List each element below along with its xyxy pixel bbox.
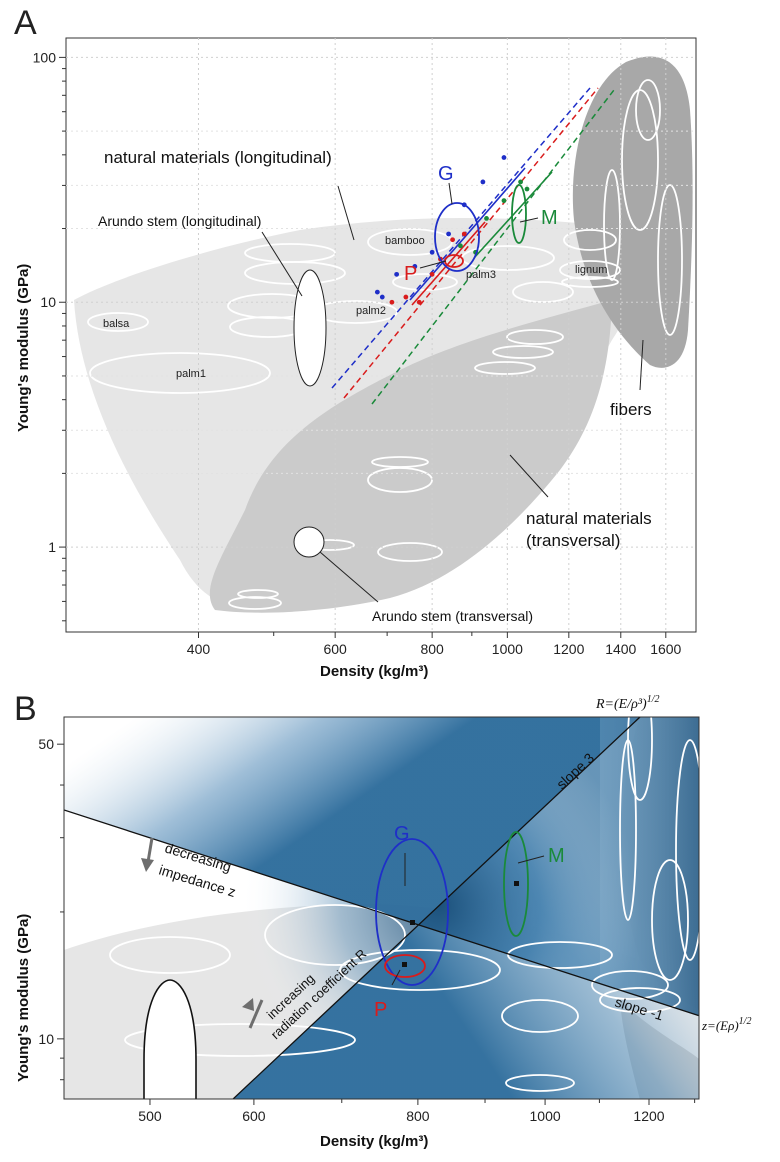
label-r-formula: R=(E/ρ³)1/2	[595, 694, 659, 712]
ellipse-g	[434, 202, 480, 272]
label-lignum: lignum	[575, 264, 607, 276]
label-arundo-longitudinal: Arundo stem (longitudinal)	[98, 213, 261, 229]
tick-label-b-x-500: 500	[138, 1108, 162, 1124]
point-p-6	[461, 231, 467, 237]
point-g-7	[480, 179, 486, 185]
point-p-0	[389, 299, 395, 305]
point-m-0	[458, 243, 463, 249]
letter-p-b: P	[374, 999, 387, 1021]
tick-label-b-x-800: 800	[406, 1108, 430, 1124]
tick-label-b-x-600: 600	[242, 1108, 266, 1124]
trend-line-m	[473, 171, 553, 259]
label-fibers: fibers	[610, 400, 652, 419]
label-arundo-transversal: Arundo stem (transversal)	[372, 608, 533, 624]
ellipse-arundo-longitudinal	[293, 269, 327, 387]
panel-b-xlabel: Density (kg/m³)	[320, 1133, 428, 1150]
trend-line-m-dashed	[371, 89, 615, 405]
ellipse-arundo-transversal	[293, 526, 325, 558]
line-r	[232, 717, 641, 1099]
panel-b-ylabel: Young's modulus (GPa)	[15, 914, 32, 1082]
material-ellipses-b	[89, 717, 699, 1092]
point-m-2	[484, 215, 489, 221]
label-z-formula: z=(Eρ)1/2	[701, 1016, 751, 1033]
tick-label-x-1600: 1600	[650, 641, 681, 657]
letter-m-b: M	[548, 845, 565, 867]
ellipse-g-b	[375, 838, 449, 986]
point-g-8	[501, 155, 507, 160]
trend-line-p	[411, 221, 486, 306]
tick-label-b-y-50: 50	[38, 736, 54, 752]
panel-b-plot	[64, 717, 699, 1099]
point-m-b	[514, 881, 519, 886]
point-p-b	[402, 962, 407, 967]
tick-label-b-y-10: 10	[38, 1031, 54, 1047]
panel-b-letter: B	[14, 690, 37, 728]
label-natural-transversal-1: natural materials	[526, 509, 652, 528]
point-g-2	[394, 271, 400, 277]
ellipse-m-b	[503, 831, 529, 937]
band-hot	[64, 717, 699, 1099]
point-g-1	[379, 294, 385, 300]
panel-a-letter: A	[14, 4, 37, 42]
line-z	[64, 809, 699, 1017]
ellipse-p-b	[384, 954, 426, 978]
label-balsa: balsa	[103, 318, 130, 330]
point-p-1	[403, 294, 409, 300]
point-g-0	[374, 289, 380, 295]
tick-label-x-1000: 1000	[492, 641, 523, 657]
label-palm1: palm1	[176, 368, 206, 380]
panel-b-frame	[63, 716, 700, 1100]
panel-a-grid	[66, 38, 696, 632]
label-palm3: palm3	[466, 269, 496, 281]
tick-label-x-1200: 1200	[553, 641, 584, 657]
panel-a-frame	[65, 37, 697, 633]
tick-label-x-1400: 1400	[605, 641, 636, 657]
label-natural-transversal-2: (transversal)	[526, 531, 620, 550]
panel-b-ticks: 500 600 800 1000 1200 10 50	[38, 736, 696, 1124]
panel-a-plot	[74, 56, 693, 613]
tick-label-y-1: 1	[48, 539, 56, 555]
point-g-b	[410, 920, 415, 925]
panel-a-ylabel: Young's modulus (GPa)	[15, 264, 32, 432]
letter-m-a: M	[541, 207, 558, 229]
arundo-shape-b	[143, 979, 197, 1099]
point-p-2	[416, 299, 422, 305]
trend-line-g	[409, 167, 526, 301]
panel-a-trend-lines	[331, 87, 615, 405]
point-g-3	[412, 264, 418, 269]
point-g-5	[446, 231, 451, 237]
panel-a-callouts	[261, 182, 644, 603]
label-palm2: palm2	[356, 305, 386, 317]
band-dark-edge	[600, 717, 699, 1016]
tick-label-b-x-1200: 1200	[633, 1108, 664, 1124]
letter-p-a: P	[404, 263, 417, 285]
panel-a-ticks: 400 600 800 1000 1200 1400 1600 1 10 100	[33, 49, 682, 657]
tick-label-b-x-1000: 1000	[530, 1108, 561, 1124]
point-m-5	[524, 186, 530, 192]
panel-a-xlabel: Density (kg/m³)	[320, 663, 428, 680]
point-p-5	[450, 237, 455, 243]
tick-label-y-10: 10	[40, 294, 56, 310]
point-g-4	[429, 249, 435, 255]
trend-line-p-dashed	[343, 87, 599, 399]
label-bamboo: bamboo	[385, 235, 425, 247]
point-p-3	[429, 271, 435, 277]
tick-label-y-100: 100	[33, 49, 57, 65]
letter-g-a: G	[438, 163, 454, 185]
point-m-3	[501, 198, 507, 204]
trend-line-g-dashed	[331, 87, 591, 389]
panel-b-callouts	[391, 853, 545, 986]
tick-label-x-600: 600	[323, 641, 347, 657]
panel-b-arrows	[141, 837, 264, 1029]
letter-g-b: G	[394, 823, 410, 845]
ellipse-m	[511, 184, 527, 244]
point-m-4	[518, 179, 523, 185]
tick-label-x-800: 800	[420, 641, 444, 657]
label-natural-longitudinal: natural materials (longitudinal)	[104, 148, 332, 167]
region-fibers	[572, 56, 693, 368]
tick-label-x-400: 400	[187, 641, 211, 657]
